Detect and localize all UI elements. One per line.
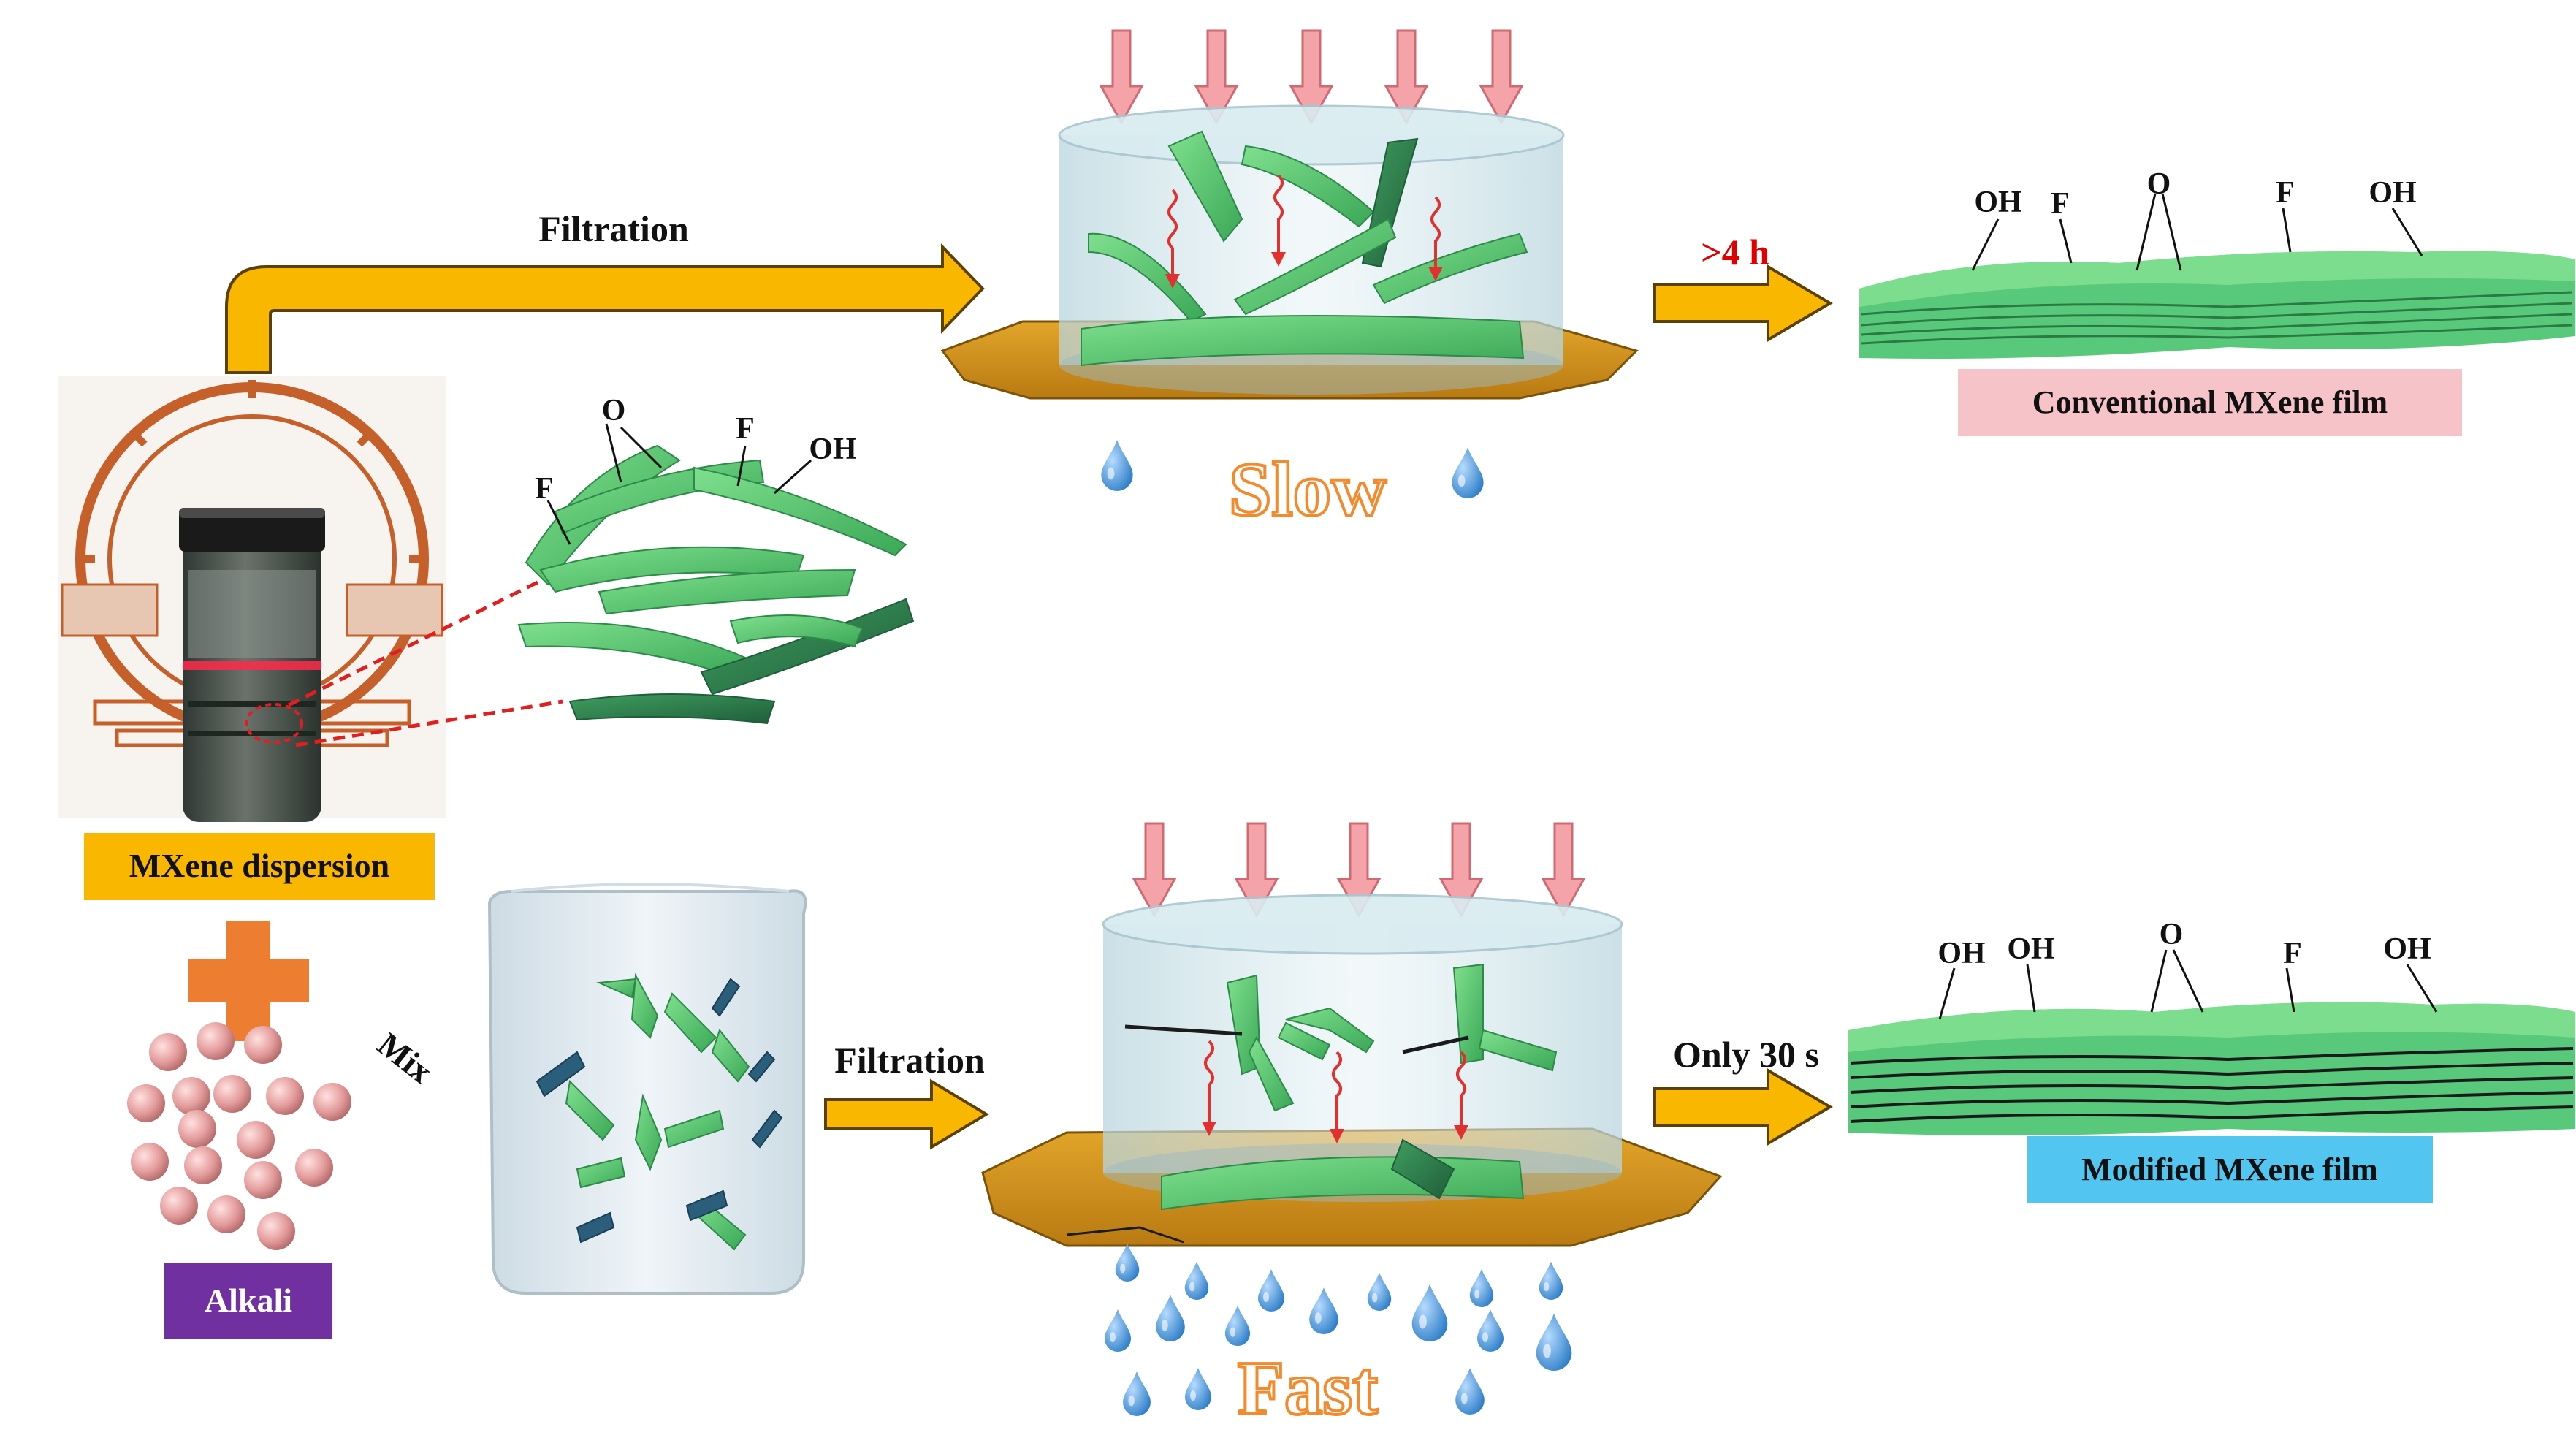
dispersion-flake-group: F — [535, 472, 554, 506]
alkali-sphere-icon — [213, 1075, 251, 1113]
conventional-film-box — [1958, 369, 2462, 436]
dispersion-flake-group: F — [736, 412, 755, 446]
zoom-line — [287, 579, 542, 707]
vial-icon — [58, 376, 446, 822]
top-film-group: F — [2276, 176, 2295, 210]
alkali-sphere-icon — [313, 1083, 351, 1121]
plus-icon — [188, 921, 309, 1041]
alkali-sphere-icon — [257, 1212, 295, 1250]
pressure-arrow-icon — [1100, 29, 1143, 124]
alkali-sphere-icon — [207, 1195, 245, 1233]
mix-label: Mix — [371, 1025, 440, 1090]
droplet-icon — [1105, 1309, 1131, 1352]
alkali-spheres — [127, 1022, 351, 1250]
filtration-arrow-top — [225, 243, 985, 374]
top-film-group: OH — [1974, 186, 2021, 219]
fast-label: Fast — [1238, 1345, 1379, 1431]
modified-film — [1848, 949, 2575, 1135]
time-arrow-bottom — [1653, 1067, 1833, 1146]
alkali-sphere-icon — [197, 1022, 235, 1060]
alkali-sphere-icon — [184, 1146, 222, 1184]
dispersion-label: MXene dispersion — [129, 847, 390, 884]
filter-cell-bottom — [981, 894, 1723, 1247]
alkali-sphere-icon — [295, 1149, 333, 1187]
top-time-label: >4 h — [1701, 232, 1769, 273]
alkali-sphere-icon — [131, 1143, 169, 1181]
droplet-icon — [1536, 1313, 1572, 1371]
bottom-film-group: OH — [2383, 932, 2431, 966]
droplet-icon — [1156, 1295, 1185, 1341]
alkali-sphere-icon — [244, 1026, 282, 1064]
modified-film-box — [2027, 1136, 2433, 1203]
alkali-label: Alkali — [205, 1282, 292, 1319]
conventional-film-label: Conventional MXene film — [2032, 384, 2388, 420]
zoom-line — [295, 699, 563, 747]
alkali-label-box — [164, 1263, 332, 1339]
alkali-sphere-icon — [237, 1121, 275, 1159]
filtration-arrow-bottom — [824, 1078, 989, 1150]
bottom-film-group: O — [2160, 918, 2184, 951]
top-filtration-label: Filtration — [538, 208, 689, 249]
alkali-sphere-icon — [127, 1084, 165, 1122]
droplet-icon — [1184, 1261, 1209, 1300]
bottom-time-label: Only 30 s — [1673, 1034, 1819, 1075]
filter-cell-top — [940, 104, 1639, 400]
pressure-arrow-icon — [1479, 29, 1523, 124]
top-film-group: OH — [2369, 176, 2416, 210]
pressure-arrow-icon — [1542, 822, 1585, 917]
top-film-group: F — [2051, 187, 2070, 221]
alkali-sphere-icon — [266, 1077, 304, 1115]
dispersion-label-box — [84, 833, 435, 900]
droplet-icon — [1185, 1368, 1211, 1410]
dispersion-flake-group: OH — [809, 433, 856, 466]
alkali-sphere-icon — [178, 1110, 216, 1148]
beaker-icon — [487, 883, 807, 1295]
mxene-flakes-cluster — [517, 423, 915, 725]
droplet-icon — [1539, 1261, 1563, 1300]
bottom-filtration-label: Filtration — [834, 1040, 985, 1081]
alkali-sphere-icon — [172, 1077, 210, 1115]
bottom-film-group: OH — [1937, 937, 1985, 970]
conventional-film — [1859, 193, 2575, 359]
droplet-icon — [1477, 1309, 1504, 1352]
droplet-icon — [1224, 1305, 1251, 1346]
droplet-icon — [1455, 1368, 1485, 1415]
bottom-film-group: OH — [2007, 932, 2054, 966]
pressure-arrow-icon — [1132, 822, 1176, 917]
droplet-icon — [1411, 1284, 1448, 1341]
droplet-icon — [1123, 1371, 1151, 1416]
droplet-icon — [1309, 1287, 1338, 1334]
droplet-icon — [1115, 1243, 1140, 1282]
bottom-film-group: F — [2283, 937, 2302, 970]
droplet-icon — [1367, 1272, 1392, 1311]
time-arrow-top — [1653, 264, 1833, 343]
top-film-group: O — [2147, 167, 2171, 201]
alkali-sphere-icon — [149, 1033, 187, 1071]
modified-film-label: Modified MXene film — [2081, 1152, 2378, 1187]
alkali-sphere-icon — [244, 1161, 282, 1199]
droplet-icon — [1258, 1269, 1284, 1312]
dispersion-flake-group: O — [602, 394, 626, 427]
alkali-sphere-icon — [160, 1187, 198, 1225]
droplet-icon — [1101, 440, 1133, 491]
slow-label: Slow — [1229, 446, 1387, 532]
droplet-icon — [1469, 1268, 1494, 1307]
droplet-icon — [1452, 447, 1484, 498]
